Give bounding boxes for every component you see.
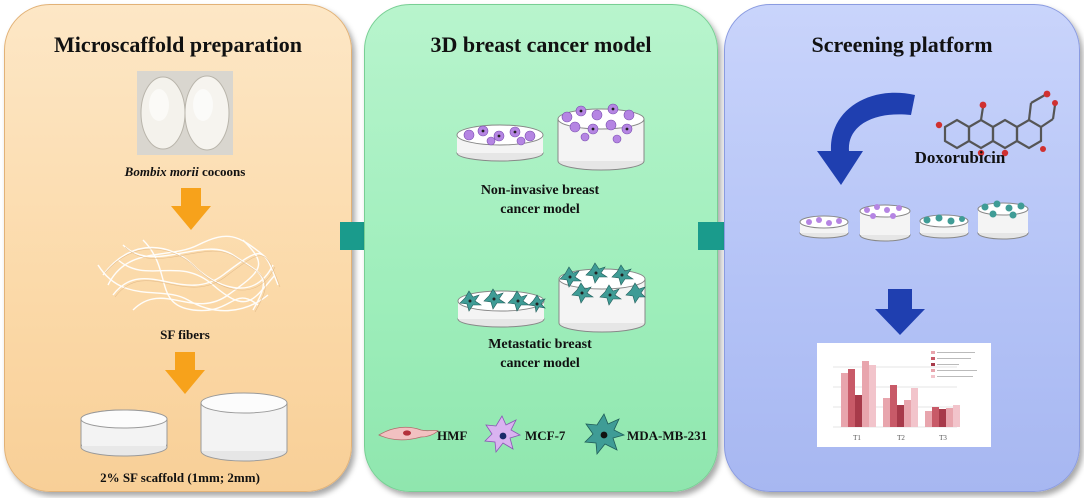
sf-scaffold-label: 2% SF scaffold (1mm; 2mm) — [100, 470, 260, 485]
doxorubicin-label: Doxorubicin — [914, 148, 1006, 167]
non-invasive-label-line2: cancer model — [500, 202, 580, 217]
cocoons-image — [137, 71, 233, 155]
mcf7-cell-icon — [484, 415, 522, 454]
screening-scaffold-metastatic-1mm — [919, 214, 969, 239]
down-arrow-icon — [165, 352, 205, 394]
panel-microscaffold-preparation: Microscaffold preparation Bombix morii c… — [4, 4, 352, 492]
sf-fibers-label: SF fibers — [160, 327, 210, 342]
mini-chart-group-t1 — [841, 361, 876, 427]
sf-fibers-image — [97, 235, 281, 313]
panel-3d-breast-cancer-model: 3D breast cancer model Non-invasive brea… — [364, 4, 718, 492]
sf-scaffold-2mm — [200, 392, 288, 462]
results-mini-chart: T1 T2 T3 — [817, 343, 991, 447]
panel2-title: 3D breast cancer model — [430, 32, 652, 57]
legend-mda-mb-231-label: MDA-MB-231 — [627, 428, 708, 443]
legend-mcf7-label: MCF-7 — [525, 428, 566, 443]
screening-scaffold-non-invasive-1mm — [799, 215, 849, 239]
panel1-title: Microscaffold preparation — [54, 32, 302, 57]
metastatic-model-scaffold-large — [558, 262, 646, 333]
panel3-title: Screening platform — [811, 32, 993, 57]
mini-chart-legend — [931, 351, 977, 378]
metastatic-model-label: Metastatic breast cancer model — [435, 335, 645, 373]
mda-mb-231-cell-icon — [584, 413, 626, 456]
non-invasive-model-scaffold-large — [557, 103, 645, 171]
sf-scaffold-1mm — [80, 409, 168, 457]
hmf-cell-icon — [378, 426, 439, 441]
metastatic-label-line1: Metastatic breast — [488, 337, 592, 352]
cocoons-label-suffix: cocoons — [198, 164, 246, 179]
panel-screening-platform: Screening platform Doxorubicin — [724, 4, 1080, 492]
curved-arrow-icon — [817, 92, 915, 185]
metastatic-model-scaffold-small — [457, 288, 546, 328]
non-invasive-model-label: Non-invasive breast cancer model — [435, 181, 645, 219]
metastatic-label-line2: cancer model — [500, 356, 580, 371]
screening-scaffold-metastatic-2mm — [977, 200, 1029, 240]
mini-chart-group-t3 — [925, 405, 960, 427]
mini-chart-tick-t3: T3 — [939, 434, 947, 442]
cocoons-label-species: Bombix morii — [124, 164, 199, 179]
mini-chart-group-t2 — [883, 385, 918, 427]
mini-chart-tick-t1: T1 — [853, 434, 861, 442]
down-arrow-icon — [875, 289, 925, 335]
screening-scaffold-non-invasive-2mm — [859, 204, 911, 242]
non-invasive-model-scaffold-small — [456, 124, 544, 162]
down-arrow-icon — [171, 188, 211, 230]
cocoons-label: Bombix morii cocoons — [65, 162, 305, 181]
mini-chart-tick-t2: T2 — [897, 434, 905, 442]
legend-hmf-label: HMF — [437, 428, 468, 443]
doxorubicin-molecule — [935, 90, 1058, 157]
non-invasive-label-line1: Non-invasive breast — [480, 183, 600, 198]
